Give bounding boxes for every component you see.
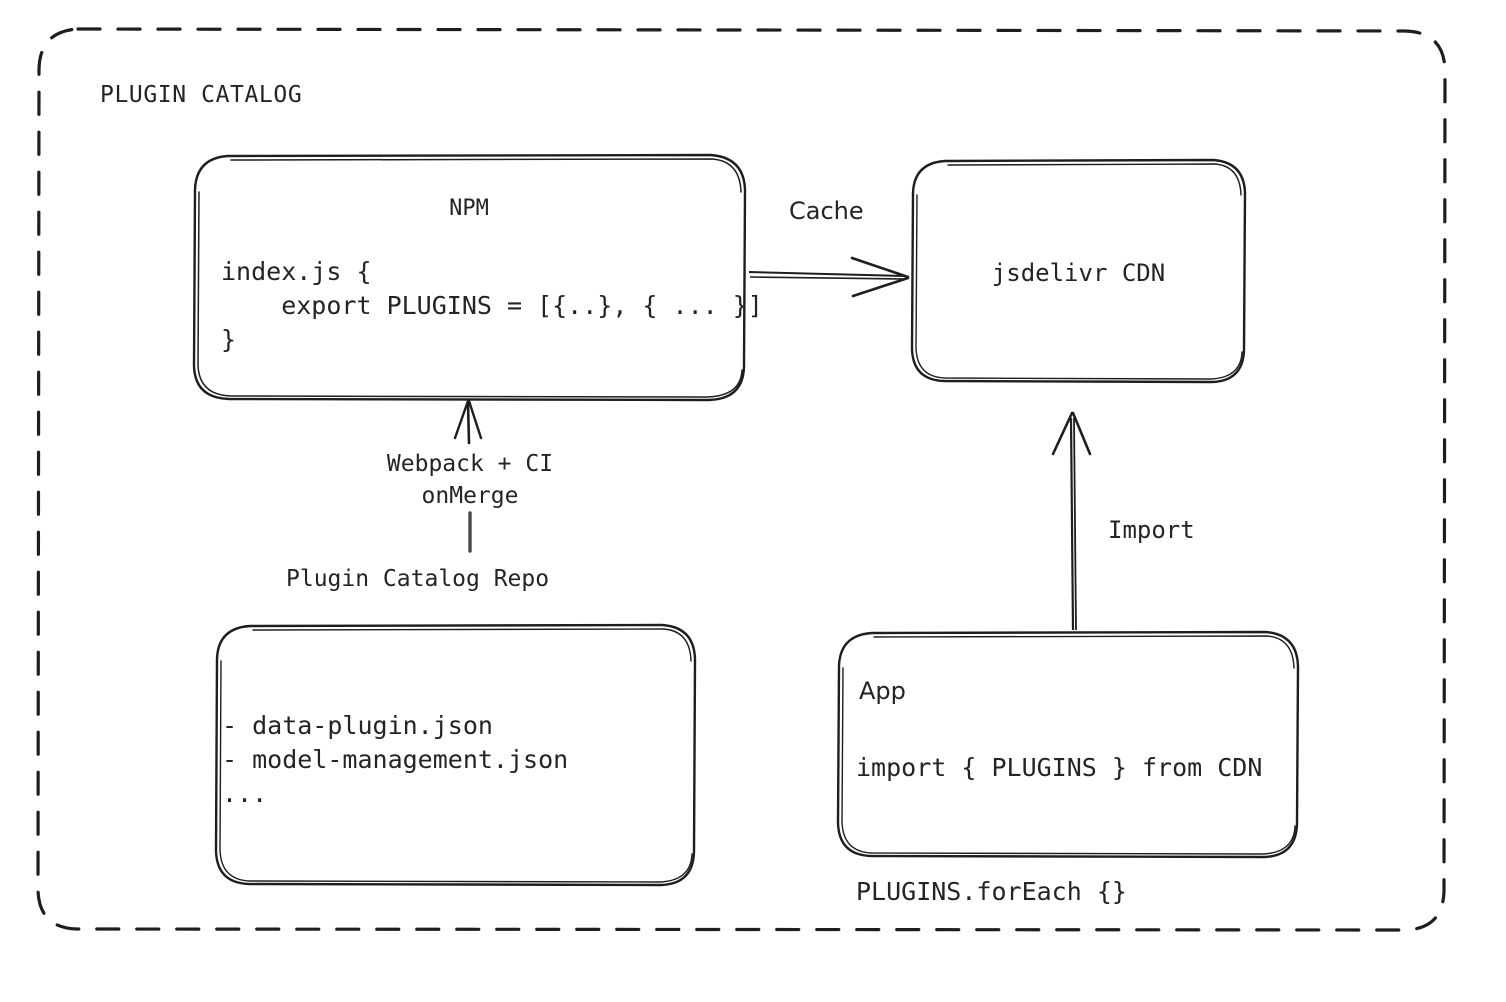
- edge-label-cache: Cache: [789, 197, 864, 225]
- npm-node-title: NPM: [449, 196, 489, 221]
- app-node-code: import { PLUGINS } from CDN PLUGINS.forE…: [856, 753, 1263, 906]
- edge-label-import: Import: [1108, 516, 1195, 544]
- cdn-node-title: jsdelivr CDN: [991, 259, 1166, 287]
- repo-node-caption: Plugin Catalog Repo: [286, 566, 550, 592]
- npm-node-code: index.js { export PLUGINS = [{..}, { ...…: [221, 257, 763, 354]
- edge-label-webpack-ci: Webpack + CI onMerge: [386, 451, 554, 509]
- app-node-title: App: [859, 677, 906, 705]
- edge-npm-to-cdn: [748, 256, 910, 298]
- edge-app-to-cdn: [1051, 411, 1092, 631]
- frame-title: PLUGIN CATALOG: [100, 82, 303, 108]
- repo-node-file-list: - data-plugin.json - model-management.js…: [222, 711, 569, 808]
